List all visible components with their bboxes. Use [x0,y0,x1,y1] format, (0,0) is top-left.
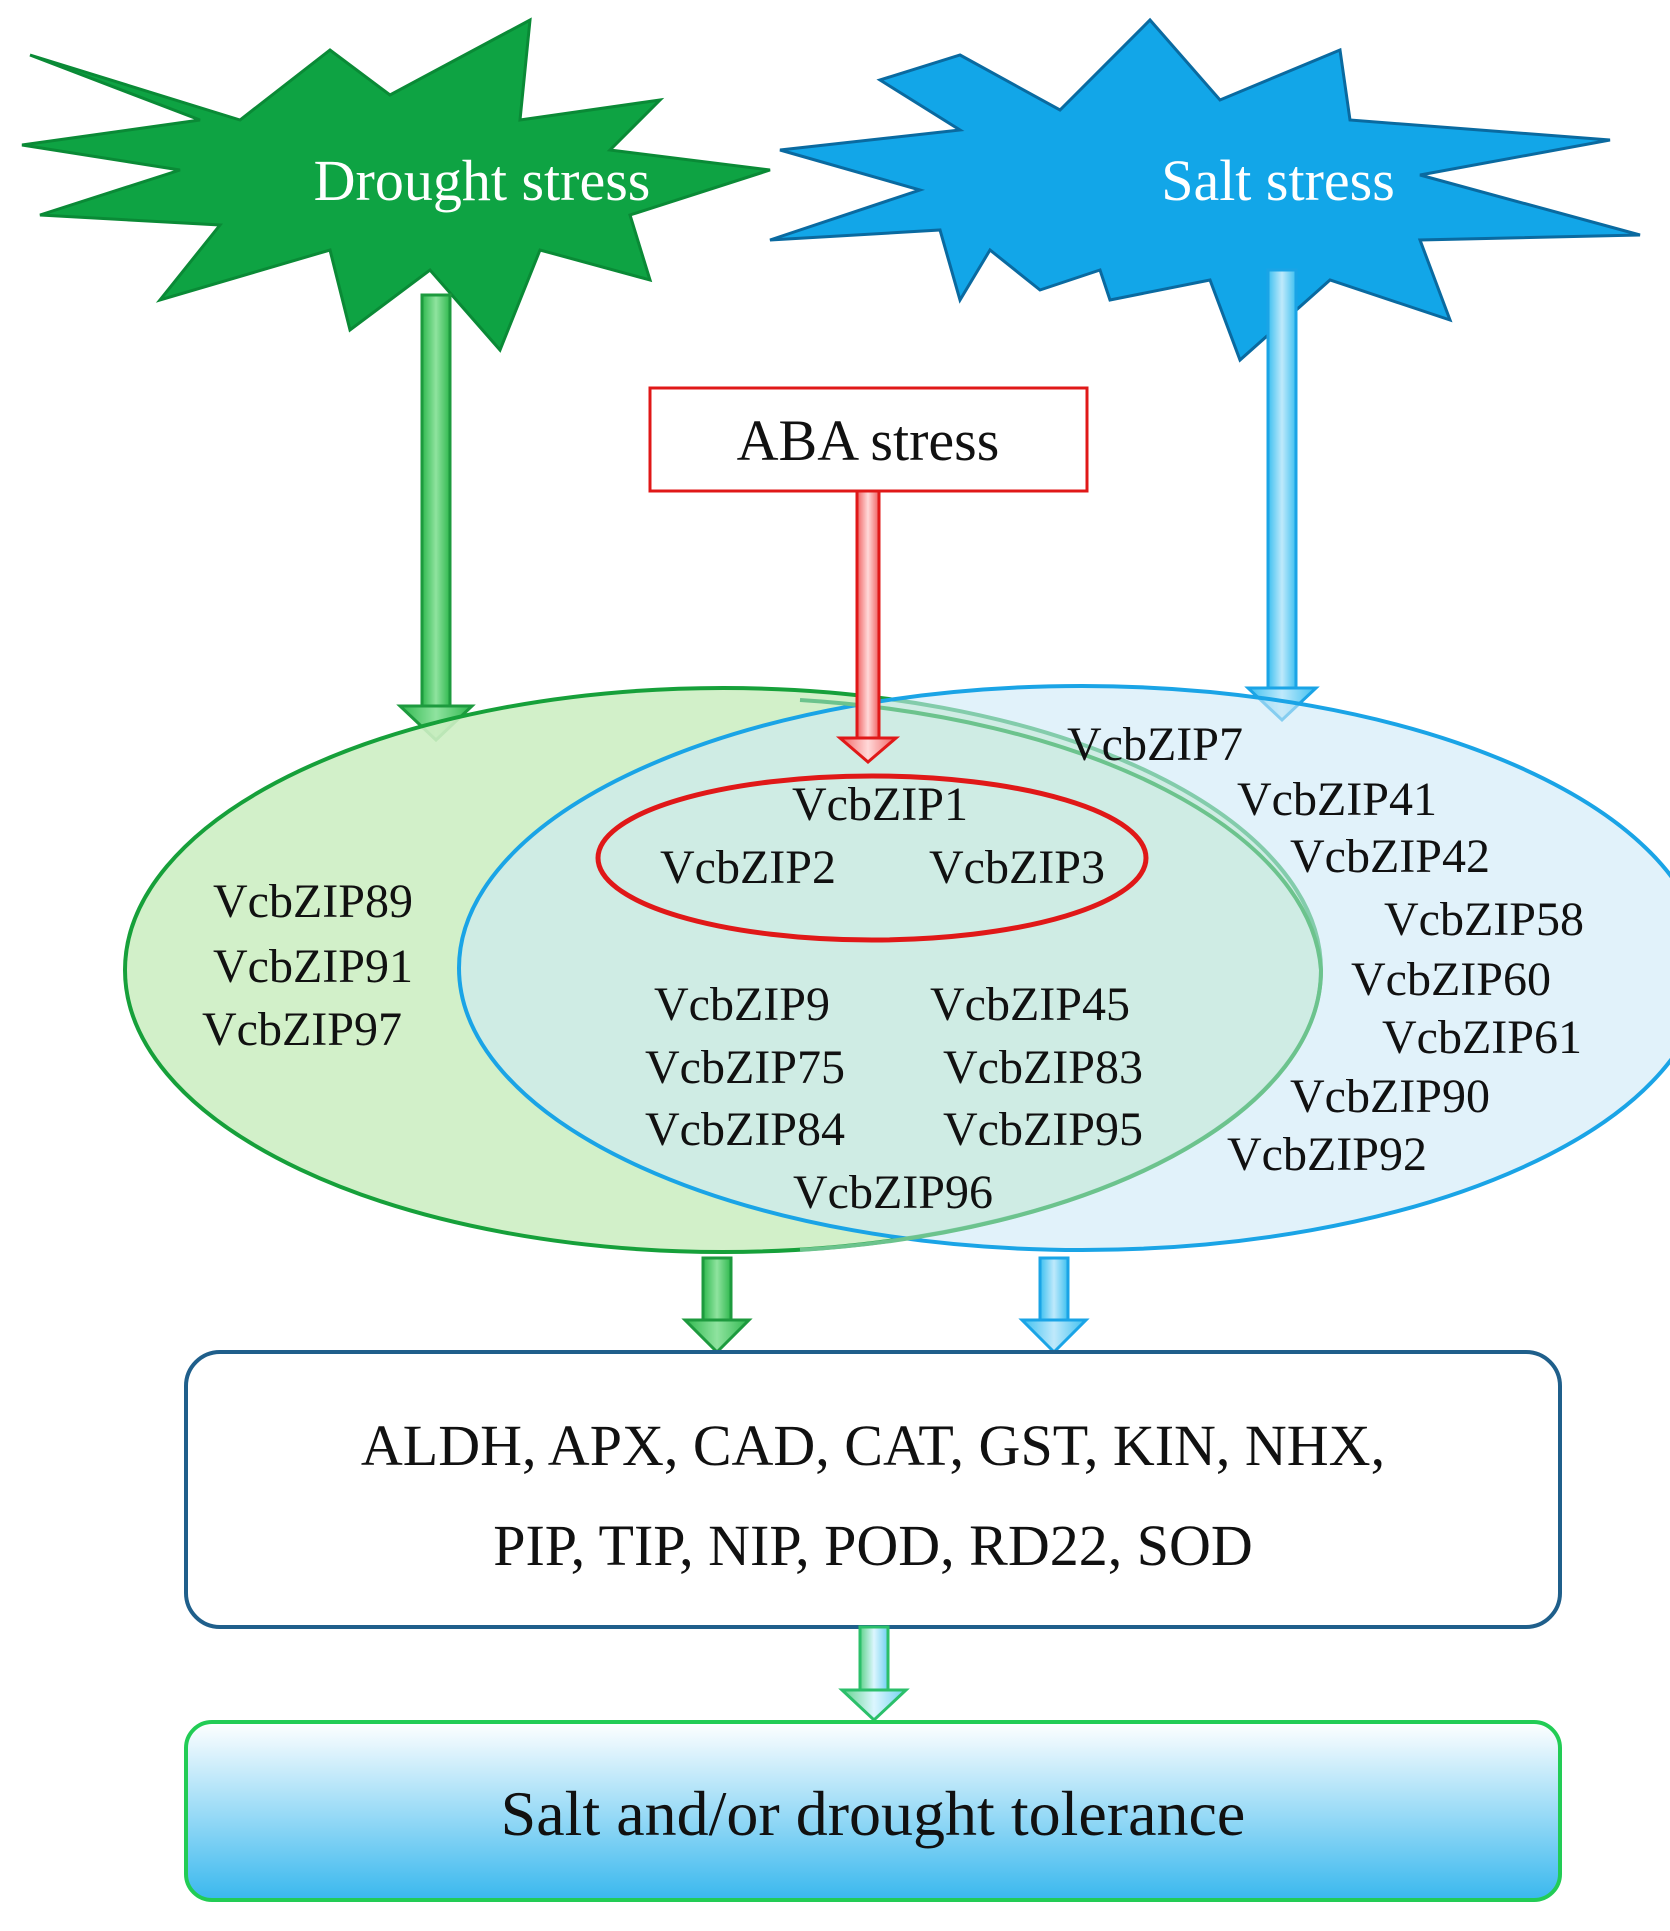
outcome-label: Salt and/or drought tolerance [501,1778,1246,1849]
aba-ellipse [595,773,1149,943]
aba-stress-box: ABA stress [648,386,1089,493]
gene-label: VcbZIP91 [213,940,413,993]
gene-label: VcbZIP92 [1227,1128,1427,1181]
salt-burst-shape [769,17,1641,363]
gene-label: VcbZIP2 [660,841,836,894]
gene-label: VcbZIP96 [793,1166,993,1219]
target-genes-box: ALDH, APX, CAD, CAT, GST, KIN, NHX, PIP,… [184,1350,1562,1629]
drought-arrow [396,293,476,743]
gene-label: VcbZIP90 [1290,1070,1490,1123]
aba-arrow [835,489,901,764]
gene-label: VcbZIP61 [1382,1011,1582,1064]
targets-to-outcome-arrow [838,1625,910,1723]
gene-label: VcbZIP45 [930,978,1130,1031]
drought-to-targets-arrow [681,1256,753,1355]
gene-label: VcbZIP7 [1067,718,1243,771]
gene-label: VcbZIP1 [792,778,968,831]
gene-label: VcbZIP42 [1290,830,1490,883]
aba-stress-label: ABA stress [737,408,1000,473]
drought-burst-shape [21,17,771,353]
gene-label: VcbZIP83 [943,1041,1143,1094]
gene-label: VcbZIP41 [1237,773,1437,826]
gene-label: VcbZIP9 [654,978,830,1031]
outcome-box: Salt and/or drought tolerance [184,1720,1562,1902]
salt-stress-label: Salt stress [1161,148,1395,213]
gene-label: VcbZIP95 [943,1103,1143,1156]
gene-label: VcbZIP75 [645,1041,845,1094]
salt-ellipse [457,684,1670,1252]
target-genes-line2: PIP, TIP, NIP, POD, RD22, SOD [493,1513,1253,1578]
drought-ellipse-overlap-edge [799,698,1324,1252]
gene-label: VcbZIP89 [213,875,413,928]
salt-to-targets-arrow [1018,1256,1090,1355]
gene-label: VcbZIP3 [929,841,1105,894]
gene-label: VcbZIP97 [202,1003,402,1056]
drought-stress-label: Drought stress [314,148,651,213]
gene-label: VcbZIP84 [645,1103,845,1156]
drought-stress-burst: Drought stress [21,17,771,353]
gene-label: VcbZIP58 [1384,893,1584,946]
gene-label: VcbZIP60 [1351,953,1551,1006]
salt-stress-burst: Salt stress [769,17,1641,363]
target-genes-line1: ALDH, APX, CAD, CAT, GST, KIN, NHX, [361,1413,1385,1478]
